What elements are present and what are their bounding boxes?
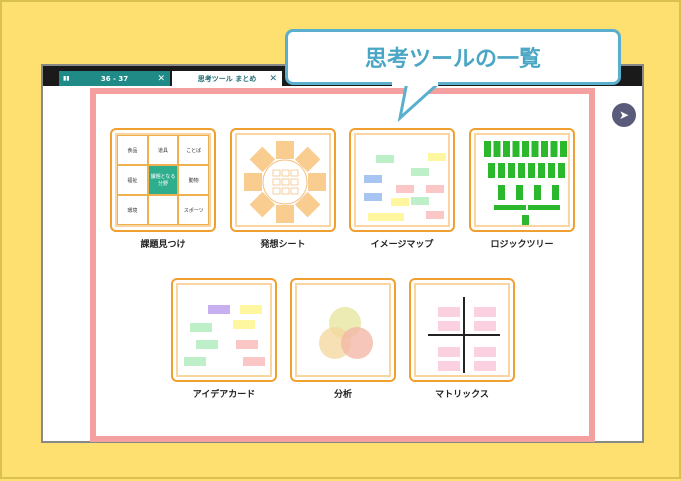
grid-cell: 食品 <box>117 135 148 165</box>
tab-label: 36 - 37 <box>100 74 129 83</box>
tool-card-logic-tree[interactable] <box>469 128 575 232</box>
grid-cell: 環境 <box>117 195 148 225</box>
grid-cell <box>147 195 179 225</box>
callout-title: 思考ツールの一覧 <box>285 29 621 85</box>
content-frame: 食品道具ことば福祉課題となる分野動物環境スポーツ課題見つけ 発想シート イメージマッ… <box>90 88 595 442</box>
app-window: ▮▮ 36 - 37 ✕ 思考ツール まとめ ✕ 食品道具ことば福祉課題となる分… <box>41 64 644 443</box>
tool-card-idea-sheet[interactable] <box>230 128 336 232</box>
tool-card-analysis[interactable] <box>290 278 396 382</box>
tool-card-idea-card[interactable] <box>171 278 277 382</box>
tool-label-image-map[interactable]: イメージマップ <box>370 240 434 250</box>
grid-cell: スポーツ <box>178 195 209 225</box>
tool-label-idea-card[interactable]: アイデアカード <box>192 390 256 400</box>
tool-label-issue-finding[interactable]: 課題見つけ <box>140 240 186 250</box>
close-icon[interactable]: ✕ <box>269 73 277 84</box>
tool-label-analysis[interactable]: 分析 <box>333 390 352 400</box>
tab-36-37[interactable]: ▮▮ 36 - 37 ✕ <box>59 71 170 86</box>
tool-label-idea-sheet[interactable]: 発想シート <box>260 240 306 250</box>
grid-cell: 課題となる分野 <box>147 165 179 195</box>
tab-label: 思考ツール まとめ <box>197 74 257 83</box>
grid-cell: ことば <box>178 135 209 165</box>
tools-panel: 食品道具ことば福祉課題となる分野動物環境スポーツ課題見つけ 発想シート イメージマッ… <box>96 94 589 436</box>
grid-cell: 福祉 <box>117 165 148 195</box>
grid-cell: 道具 <box>147 135 179 165</box>
book-icon: ▮▮ <box>63 75 70 82</box>
tool-card-issue-finding[interactable]: 食品道具ことば福祉課題となる分野動物環境スポーツ <box>110 128 216 232</box>
tool-card-image-map[interactable] <box>349 128 455 232</box>
tab-thinking-tools[interactable]: 思考ツール まとめ ✕ <box>172 71 282 86</box>
tool-thumbnail: 食品道具ことば福祉課題となる分野動物環境スポーツ <box>115 133 211 227</box>
pointer-tool-icon[interactable]: ➤ <box>612 103 636 127</box>
tool-card-matrix[interactable] <box>409 278 515 382</box>
close-icon[interactable]: ✕ <box>157 73 165 84</box>
tool-label-logic-tree[interactable]: ロジックツリー <box>490 240 554 250</box>
grid-cell: 動物 <box>178 165 209 195</box>
tool-thumbnail <box>354 133 450 227</box>
tool-thumbnail <box>295 283 391 377</box>
tool-label-matrix[interactable]: マトリックス <box>435 390 489 400</box>
tool-thumbnail <box>235 133 331 227</box>
tool-thumbnail <box>474 133 570 227</box>
tool-thumbnail <box>414 283 510 377</box>
tool-thumbnail <box>176 283 272 377</box>
